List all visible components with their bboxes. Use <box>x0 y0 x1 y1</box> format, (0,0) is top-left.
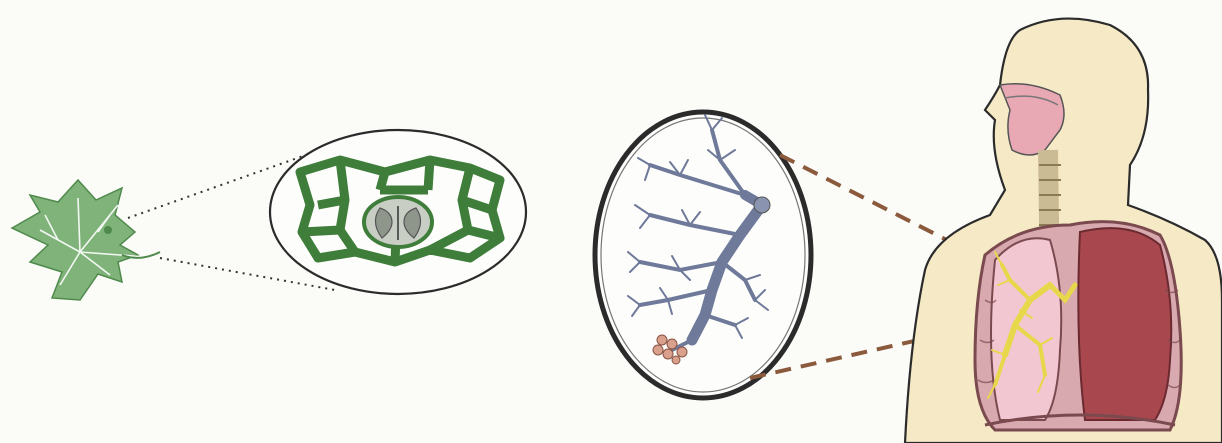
leaf-icon <box>12 180 160 300</box>
respiratory-system-icon <box>905 19 1222 443</box>
bronchial-tree-icon <box>595 112 811 398</box>
stomata-icon <box>270 130 526 294</box>
